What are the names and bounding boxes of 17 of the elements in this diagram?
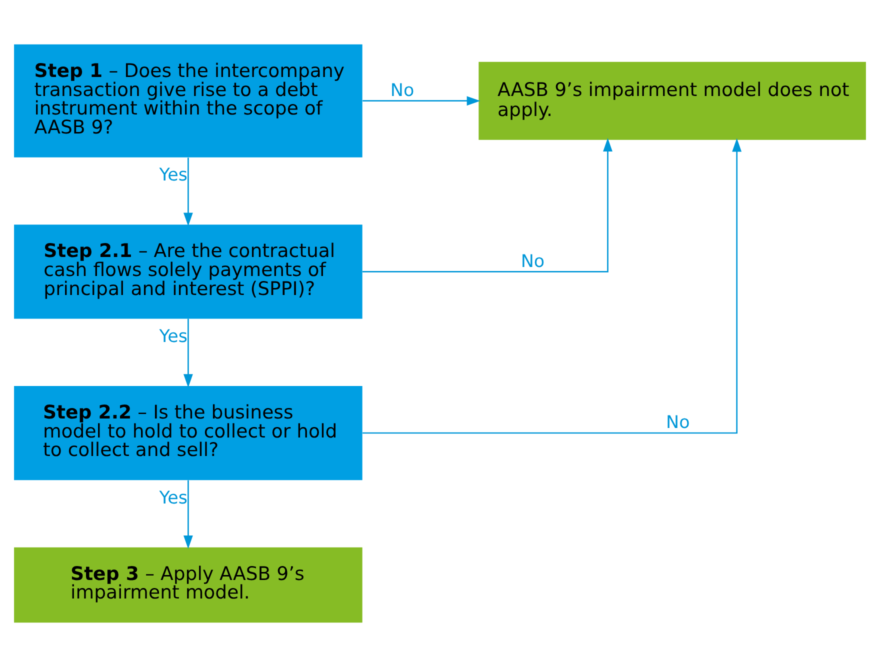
edge-label: No xyxy=(520,251,545,272)
node-box: Step 3 – Apply AASB 9’s impairment model. xyxy=(14,546,362,622)
edge-label: Yes xyxy=(159,488,188,508)
arrow xyxy=(362,96,480,106)
node-box: Step 2.2 – Is the business model to hold to collect or hold to collect and sell? xyxy=(14,385,362,480)
edge-label: No xyxy=(390,80,414,101)
arrow xyxy=(362,138,612,272)
node-box: Step 1 – Does the intercompany transaction give rise to a debt instrument within the scope of AASB 9? xyxy=(14,44,362,157)
edge-label: No xyxy=(666,412,690,433)
node-box: Step 2.1 – Are the contractual cash flows solely payments of principal and interest (SPPI)? xyxy=(14,224,362,318)
edge-label: Yes xyxy=(159,326,188,346)
arrow xyxy=(362,138,742,434)
arrow xyxy=(183,157,193,226)
arrow xyxy=(183,480,193,548)
node-box: AASB 9’s impairment model does not apply. xyxy=(478,61,866,140)
arrow xyxy=(183,318,193,388)
edge-label: Yes xyxy=(159,165,188,186)
